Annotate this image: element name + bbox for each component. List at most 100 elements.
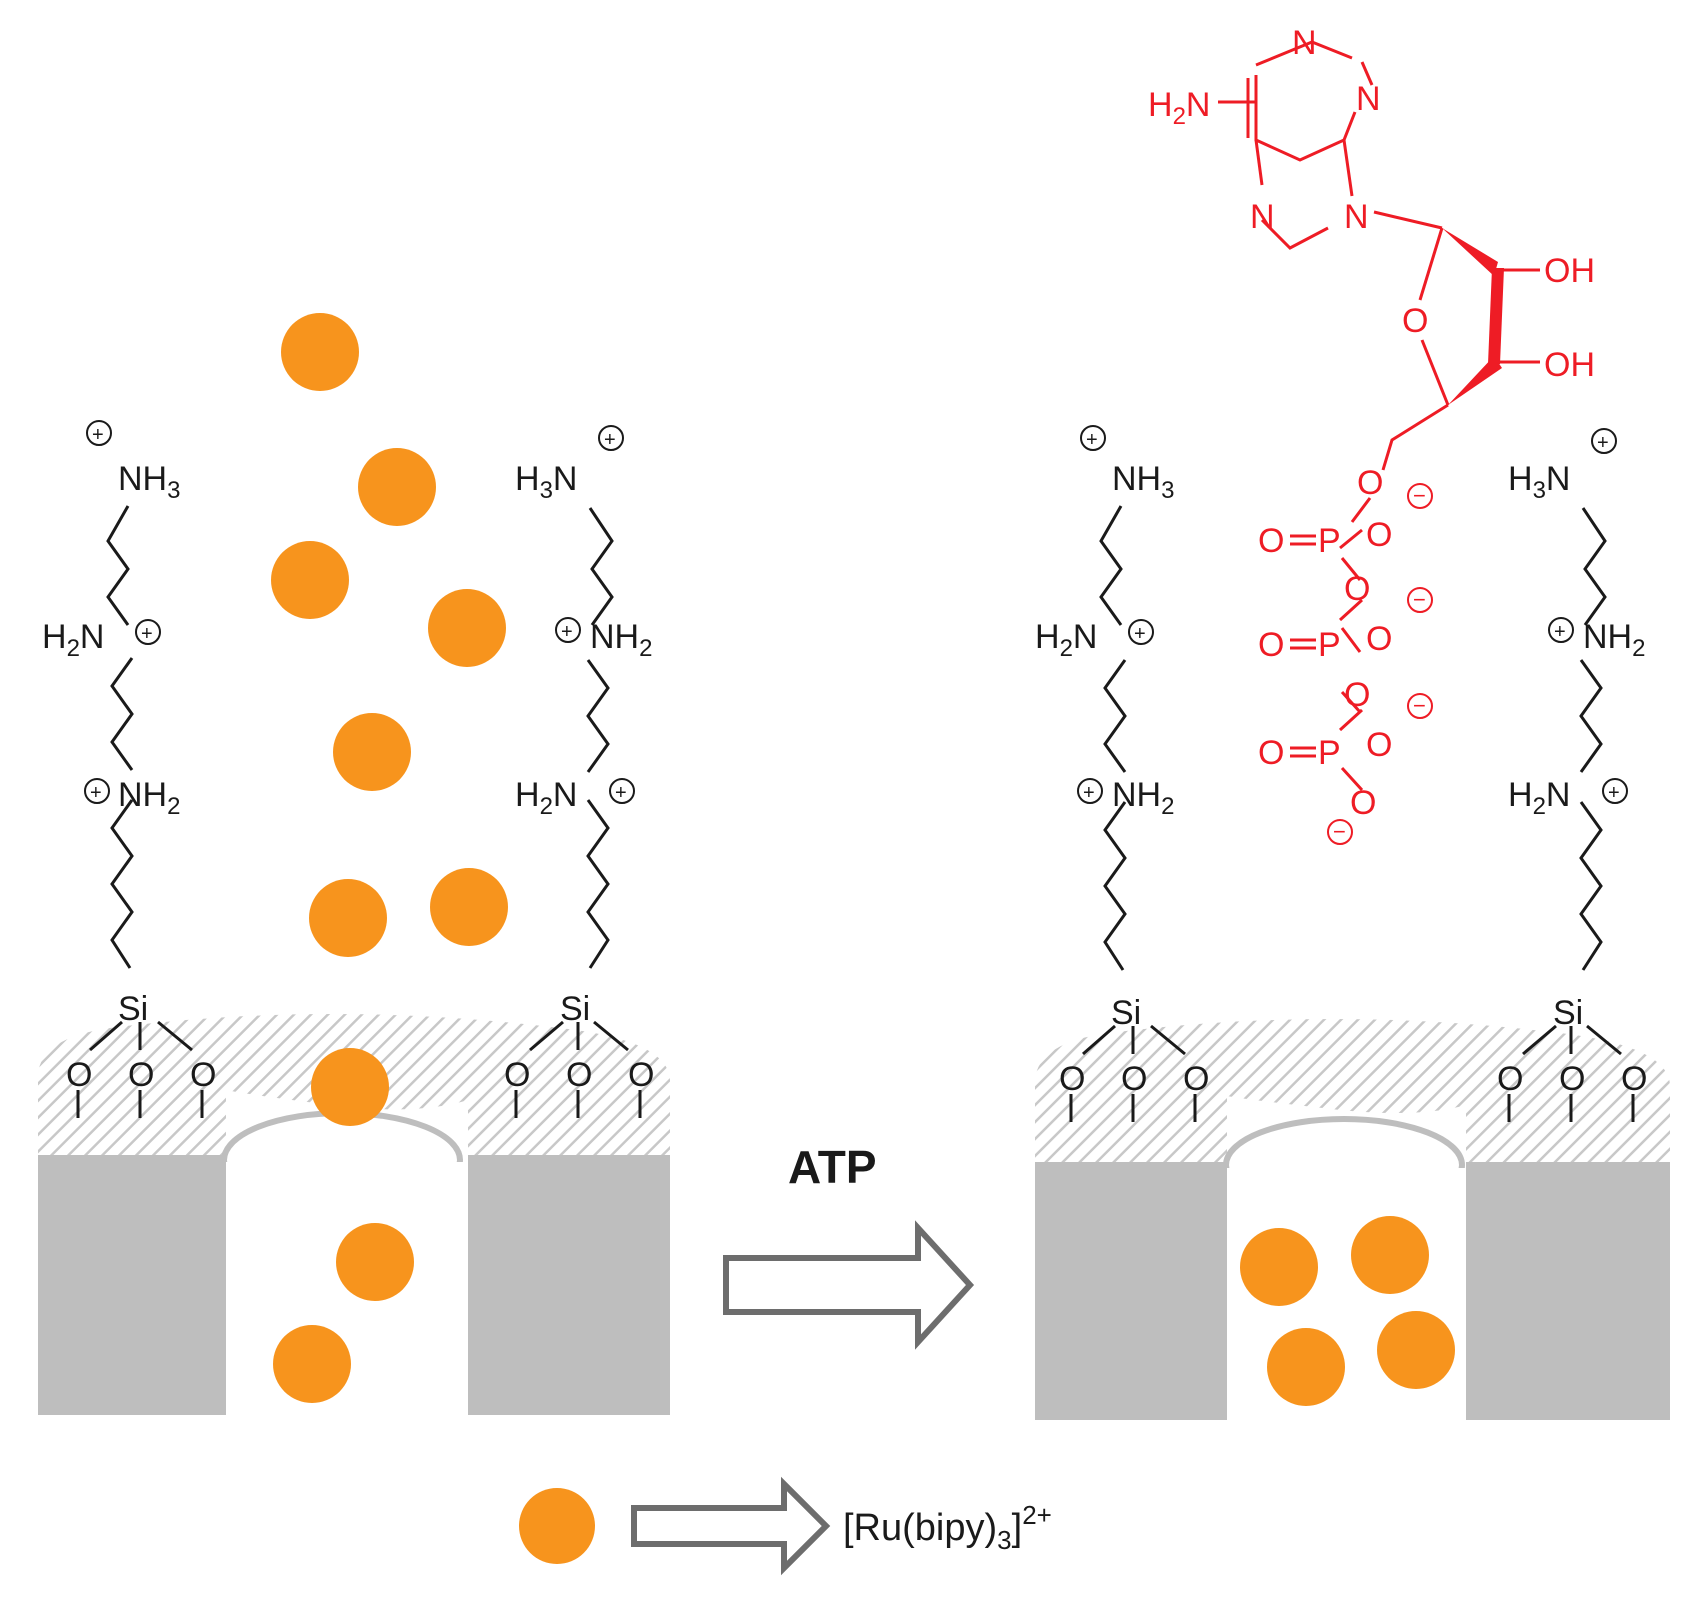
o-label: O <box>504 1056 530 1094</box>
charge-sign: + <box>1134 623 1146 645</box>
minus-charge-icon <box>1327 819 1353 845</box>
atp-n-label: N <box>1356 80 1381 118</box>
purine-ring-bonds <box>1342 139 1354 197</box>
particle-icon <box>273 1325 351 1403</box>
phosphate-bond <box>1338 708 1364 732</box>
atp-o-label: O <box>1366 726 1392 764</box>
purine-ring-bonds <box>1260 218 1329 250</box>
atp-n-label: N <box>1344 198 1369 236</box>
plus-charge-icon <box>1080 425 1106 451</box>
plus-charge-icon <box>1602 778 1628 804</box>
atp-oh-label: OH <box>1544 346 1595 384</box>
atp-molecule: N N H2N N N O OH OH O O P O O O P O O O … <box>1148 24 1595 845</box>
h2n-label: H2N <box>515 776 577 820</box>
atp-o-label: O <box>1357 464 1383 502</box>
right-panel <box>1035 1019 1670 1420</box>
minus-charge-icon <box>1407 483 1433 509</box>
right-chain-b-labels: H3N + + NH2 H2N + Si O O O <box>1497 428 1647 1098</box>
nh3-label: NH3 <box>1112 460 1174 504</box>
sugar-ring-bonds <box>1418 227 1444 301</box>
plus-charge-icon <box>609 778 635 804</box>
right-substrate-block-a <box>1035 1160 1227 1420</box>
si-o-bond <box>1522 1024 1557 1056</box>
atp-o-label: O <box>1258 626 1284 664</box>
block-arrow-icon <box>723 1220 975 1350</box>
amine-chains <box>76 505 1635 1122</box>
si-label: Si <box>1111 994 1141 1032</box>
charge-sign: + <box>615 782 627 804</box>
left-chain-b-labels: H3N + + NH2 H2N + Si O O O <box>504 425 654 1094</box>
plus-charge-icon <box>1128 619 1154 645</box>
o-label: O <box>1621 1060 1647 1098</box>
si-o-bond <box>529 1020 564 1052</box>
atp-ring-o-label: O <box>1402 302 1428 340</box>
o-label: O <box>66 1056 92 1094</box>
particle-icon <box>358 448 436 526</box>
phosphate-bond <box>1338 598 1364 622</box>
atp-o-label: O <box>1350 784 1376 822</box>
phosphate-bond <box>1340 690 1362 714</box>
h3n-label: H3N <box>1508 460 1570 504</box>
o-label: O <box>1559 1060 1585 1098</box>
o-label: O <box>1059 1060 1085 1098</box>
wedge-bond <box>1448 356 1502 405</box>
purine-ring-bonds <box>1360 61 1374 86</box>
wedge-bond <box>1488 268 1504 364</box>
phosphate-bond <box>1340 766 1364 792</box>
h3n-label: H3N <box>515 460 577 504</box>
nh2-label: NH2 <box>1583 618 1645 662</box>
atp-o-label: O <box>1344 570 1370 608</box>
charge-sign: + <box>92 424 104 446</box>
chain-bonds <box>1103 801 1127 971</box>
particle-icon <box>1351 1216 1429 1294</box>
plus-charge-icon <box>1591 428 1617 454</box>
chain-bonds <box>1581 507 1607 626</box>
phosphate-bond <box>1339 528 1363 550</box>
particle-icon <box>271 541 349 619</box>
atp-n-label: N <box>1250 198 1275 236</box>
si-label: Si <box>560 990 590 1028</box>
o-label: O <box>1121 1060 1147 1098</box>
charge-sign: − <box>1413 693 1426 718</box>
si-o-bond <box>1082 1024 1116 1056</box>
atp-p-label: P <box>1318 626 1341 664</box>
charge-sign: + <box>90 782 102 804</box>
charge-sign: + <box>1083 782 1095 804</box>
particle-icon <box>519 1488 595 1564</box>
chain-bonds <box>1579 801 1603 971</box>
purine-ring-bonds <box>1254 75 1357 162</box>
phosphate-bond <box>1340 557 1362 581</box>
left-substrate-block-b <box>468 1153 670 1415</box>
charge-sign: + <box>141 623 153 645</box>
plus-charge-icon <box>135 619 161 645</box>
right-chain-a-labels: + NH3 H2N + + NH2 Si O O O <box>1035 425 1209 1098</box>
particle-icon <box>1267 1328 1345 1406</box>
atp-p-label: P <box>1318 522 1341 560</box>
plus-charge-icon <box>84 778 110 804</box>
h2n-label: H2N <box>1508 776 1570 820</box>
left-substrate-block-a <box>38 1153 226 1415</box>
glycosidic-bond <box>1373 210 1443 230</box>
plus-charge-icon <box>555 617 581 643</box>
chain-bonds <box>586 799 610 969</box>
nh2-label: NH2 <box>118 776 180 820</box>
charge-sign: − <box>1333 819 1346 844</box>
atp-arrow-label: ATP <box>788 1141 877 1193</box>
atp-oh-label: OH <box>1544 252 1595 290</box>
nh3-label: NH3 <box>118 460 180 504</box>
chain-bonds <box>1103 659 1127 773</box>
atp-p-label: P <box>1318 734 1341 772</box>
o-label: O <box>190 1056 216 1094</box>
charge-sign: + <box>561 621 573 643</box>
purine-ring-bonds <box>1255 40 1353 67</box>
nh2-label: NH2 <box>590 618 652 662</box>
left-chain-a-labels: + NH3 H2N + + NH2 Si O O O <box>42 420 216 1094</box>
legend-label: [Ru(bipy)3]2+ <box>843 1500 1052 1555</box>
charge-sign: + <box>1554 621 1566 643</box>
o-label: O <box>128 1056 154 1094</box>
o-label: O <box>1497 1060 1523 1098</box>
h2n-label: H2N <box>42 618 104 662</box>
plus-charge-icon <box>1077 778 1103 804</box>
si-o-bond <box>157 1020 193 1052</box>
